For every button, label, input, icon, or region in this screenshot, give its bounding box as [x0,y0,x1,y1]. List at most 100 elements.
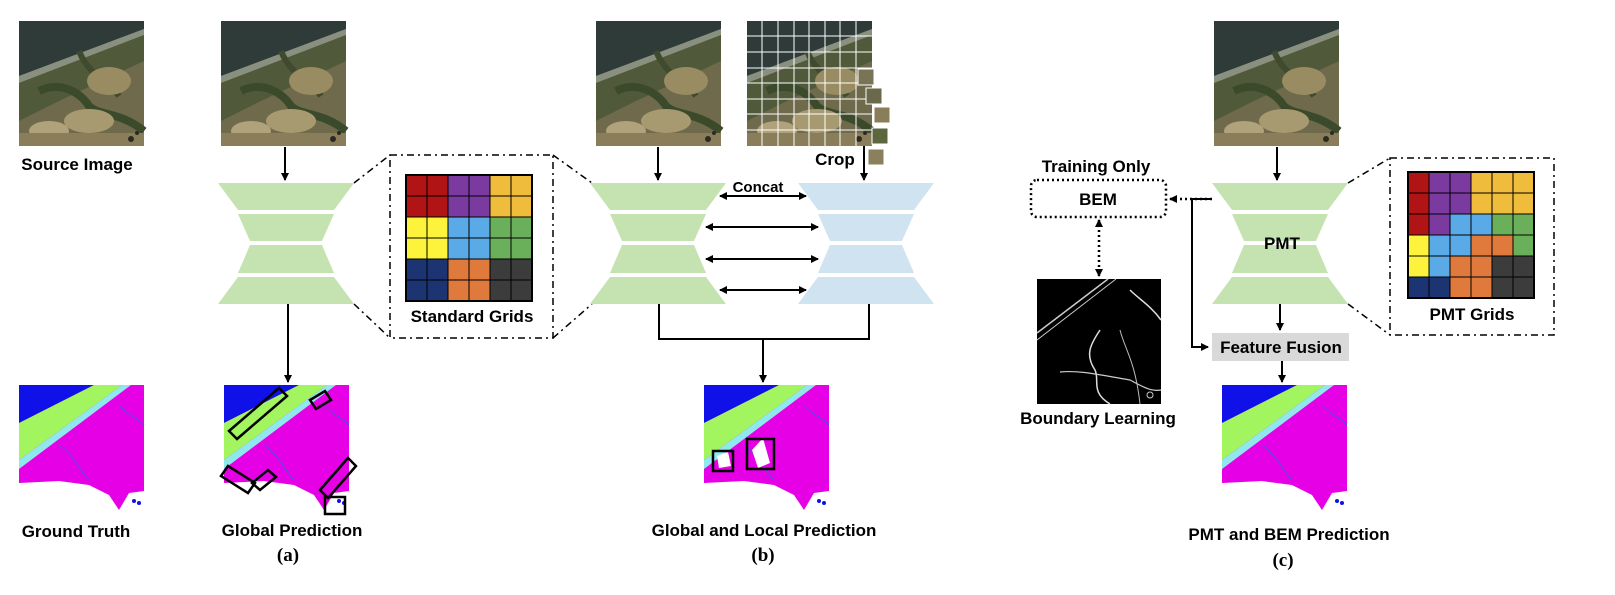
grid-cell [447,174,470,197]
grid-cell [468,216,491,239]
global-input-image [221,21,346,146]
grid-cell [1512,171,1535,194]
grid-cell [1428,255,1451,278]
grid-cell [426,174,449,197]
grid-cell [1449,192,1472,215]
pmt-bem-prediction-image [1221,384,1348,511]
grid-cell [1407,171,1430,194]
grid-cell [489,279,512,302]
grid-cell [510,258,533,281]
grid-cell [510,237,533,260]
grid-cell [1512,234,1535,257]
grid-cell [1449,171,1472,194]
grid-cell [1491,213,1514,236]
global-branch-image [596,21,721,146]
error-boxes-b [711,437,776,473]
grid-cell [405,216,428,239]
ground-truth-label: Ground Truth [22,522,131,541]
grid-cell [426,279,449,302]
grid-cell [1470,255,1493,278]
pmt-grids-label: PMT Grids [1429,305,1514,324]
grid-cell [1470,234,1493,257]
skip-to-fusion-arrow [1191,198,1212,351]
grid-cell [405,258,428,281]
grid-cell [1470,276,1493,299]
grid-cell [1428,234,1451,257]
grid-cell [510,216,533,239]
grid-cell [1407,213,1430,236]
crop-patches [857,68,891,166]
grid-cell [489,195,512,218]
grid-cell [1449,234,1472,257]
zoom-lines-c [1347,157,1555,336]
training-only-label: Training Only [1042,157,1151,176]
merge-lines-b [658,304,870,340]
grid-cell [447,279,470,302]
grid-cell [489,258,512,281]
grid-cell [468,195,491,218]
grid-cell [426,237,449,260]
boundary-learning-label: Boundary Learning [1020,409,1176,428]
grid-cell [489,174,512,197]
grid-cell [1470,171,1493,194]
grid-cell [1449,255,1472,278]
grid-cell [510,174,533,197]
crop-label: Crop [815,150,855,169]
local-encoder-b [798,183,934,304]
grid-cell [468,237,491,260]
grid-cell [426,195,449,218]
grid-cell [1470,192,1493,215]
bem-label: BEM [1079,190,1117,209]
grid-cell [1491,276,1514,299]
grid-cell [1407,276,1430,299]
grid-cell [510,195,533,218]
standard-grids [405,174,533,302]
standard-grids-label: Standard Grids [411,307,534,326]
boundary-map [1036,278,1162,405]
global-local-prediction-label: Global and Local Prediction [652,521,877,540]
grid-cell [1428,171,1451,194]
grid-cell [447,216,470,239]
grid-cell [447,195,470,218]
error-boxes-a [219,386,358,516]
grid-border [1407,171,1535,299]
grid-cell [405,279,428,302]
pmt-bem-prediction-label: PMT and BEM Prediction [1188,525,1389,544]
grid-cell [1428,192,1451,215]
grid-cell [468,258,491,281]
pmt-grids [1407,171,1535,299]
grid-cell [405,195,428,218]
grid-cell [426,258,449,281]
source-image [19,21,144,146]
pmt-input-image [1214,21,1339,146]
crop-gridlines [747,21,872,146]
grid-cell [1449,213,1472,236]
grid-cell [405,237,428,260]
grid-cell [489,216,512,239]
grid-cell [1491,171,1514,194]
global-encoder-a [218,183,354,304]
subfigure-b-label: (b) [751,545,774,566]
subfigure-c-label: (c) [1272,550,1293,571]
grid-cell [1512,276,1535,299]
grid-cell [1407,192,1430,215]
grid-cell [1491,234,1514,257]
grid-cell [1407,234,1430,257]
grid-cell [1512,213,1535,236]
grid-cell [1449,276,1472,299]
grid-cell [510,279,533,302]
feature-fusion-box [1212,333,1349,361]
ground-truth-image [18,384,145,511]
grid-cell [1491,255,1514,278]
zoom-lines-b [552,154,593,339]
concat-label: Concat [733,179,784,196]
grid-cell [468,279,491,302]
grid-cell [1491,192,1514,215]
grid-cell [1428,213,1451,236]
source-image-label: Source Image [21,155,133,174]
global-local-prediction-image [703,384,830,511]
grid-cell [489,237,512,260]
grid-border [405,174,533,302]
grid-cell [1407,255,1430,278]
